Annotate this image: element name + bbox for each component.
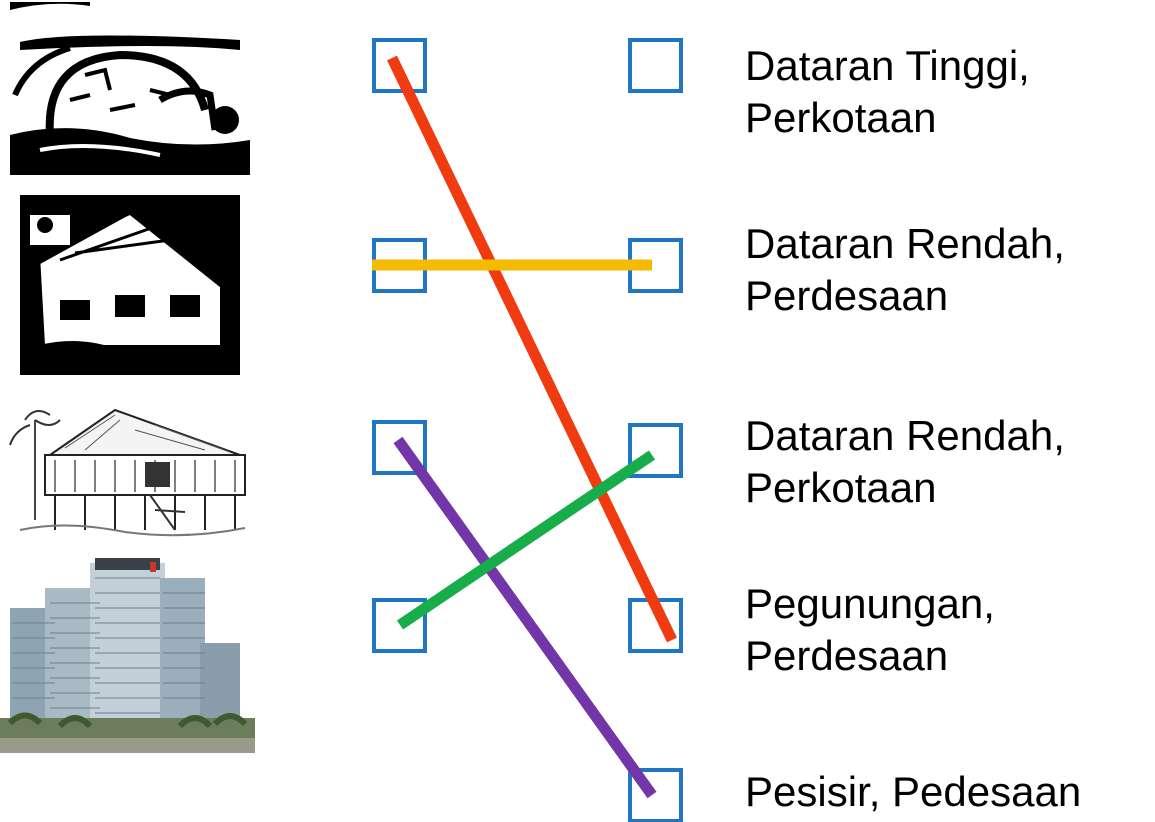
option-5-line1: Pesisir, Pedesaan (745, 768, 1082, 815)
house-picture (20, 195, 240, 375)
connection-line-4 (396, 450, 656, 630)
option-4-line1: Pegunungan, (745, 580, 995, 627)
option-3-line1: Dataran Rendah, (745, 412, 1065, 459)
option-2-line1: Dataran Rendah, (745, 220, 1065, 267)
stilt-house-picture (5, 400, 250, 540)
option-1-line1: Dataran Tinggi, (745, 42, 1030, 89)
city-building-picture (0, 548, 255, 753)
igloo-picture (10, 0, 250, 175)
option-label-2: Dataran Rendah, Perdesaan (745, 218, 1145, 322)
option-2-line2: Perdesaan (745, 272, 949, 319)
option-label-1: Dataran Tinggi, Perkotaan (745, 40, 1145, 144)
right-checkbox-1[interactable] (628, 38, 683, 93)
option-3-line2: Perkotaan (745, 464, 937, 511)
option-label-4: Pegunungan, Perdesaan (745, 578, 1145, 682)
option-1-line2: Perkotaan (745, 94, 937, 141)
connection-line-1 (387, 55, 677, 643)
connection-line-3 (393, 436, 657, 799)
option-label-3: Dataran Rendah, Perkotaan (745, 410, 1145, 514)
option-4-line2: Perdesaan (745, 632, 949, 679)
option-label-5: Pesisir, Pedesaan (745, 766, 1145, 818)
